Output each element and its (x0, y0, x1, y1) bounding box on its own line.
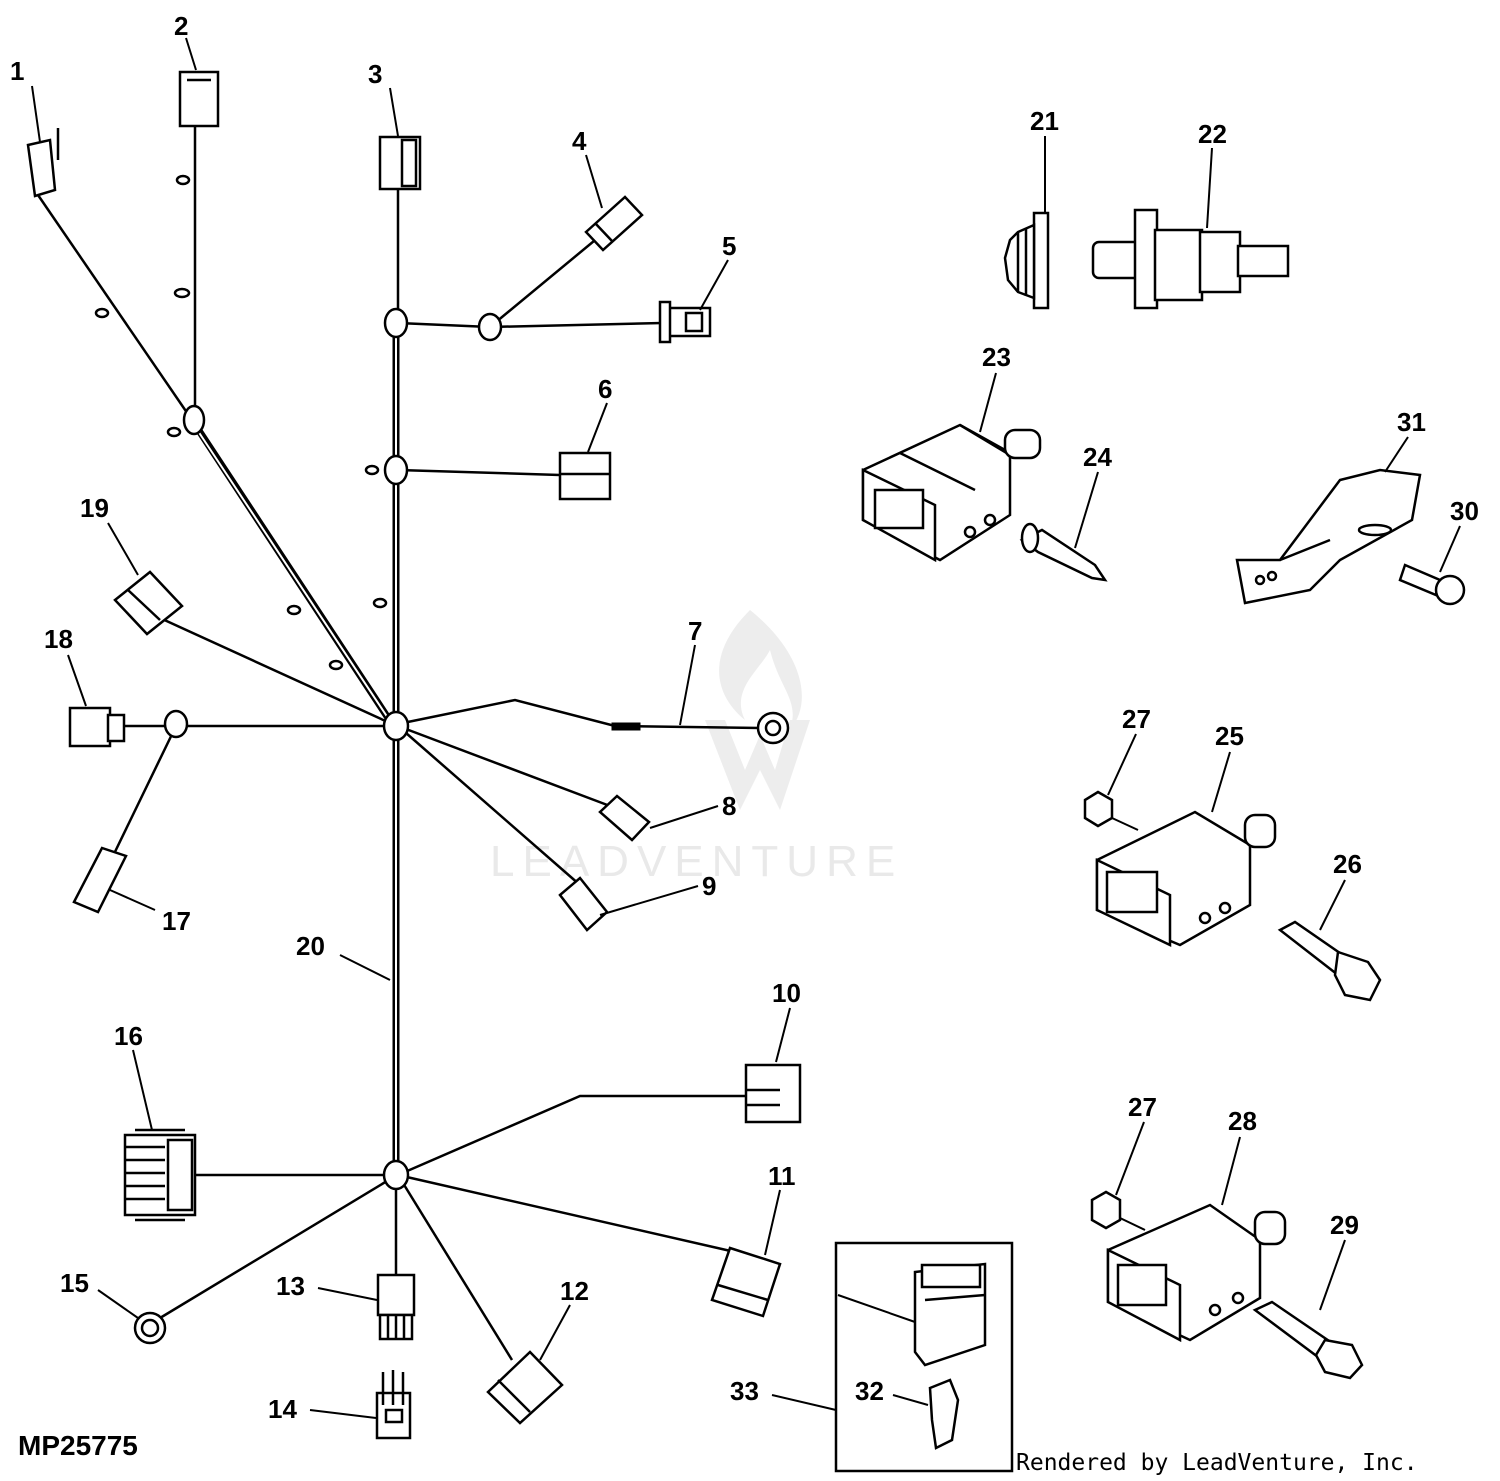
watermark: LEADVENTURE (490, 610, 903, 886)
callout-23: 23 (982, 342, 1011, 372)
part-31-bracket (1235, 468, 1422, 605)
part-2-connector (178, 70, 220, 128)
callout-8: 8 (722, 791, 736, 821)
callout-28: 28 (1228, 1106, 1257, 1136)
part-29-bolt (1252, 1300, 1364, 1380)
callout-31: 31 (1397, 407, 1426, 437)
part-27-nut-upper (1083, 790, 1114, 828)
part-11-connector (710, 1246, 782, 1318)
callout-18: 18 (44, 624, 73, 654)
callout-32: 32 (855, 1376, 884, 1406)
part-6-connector (558, 451, 612, 501)
callout-9: 9 (702, 871, 716, 901)
callout-numbers: 1 2 3 4 5 6 7 8 9 10 11 12 13 14 15 16 1… (10, 11, 1479, 1424)
callout-12: 12 (560, 1276, 589, 1306)
part-12-connector (486, 1350, 564, 1425)
callout-11: 11 (768, 1161, 796, 1191)
watermark-text: LEADVENTURE (490, 837, 903, 886)
part-5-connector (658, 300, 712, 344)
callout-7: 7 (688, 616, 702, 646)
part-1-connector (26, 128, 60, 198)
part-24-pin (1019, 522, 1108, 582)
callout-33: 33 (730, 1376, 759, 1406)
junction-grommets (94, 174, 641, 1191)
part-27-nut-lower (1090, 1190, 1122, 1230)
callout-10: 10 (772, 978, 801, 1008)
callout-25: 25 (1215, 721, 1244, 751)
part-25-switch (1095, 810, 1277, 947)
callout-27-upper: 27 (1122, 704, 1151, 734)
render-credit: Rendered by LeadVenture, Inc. (1016, 1450, 1418, 1476)
callout-21: 21 (1030, 106, 1059, 136)
callout-24: 24 (1083, 442, 1112, 472)
part-30-screw (1398, 563, 1466, 606)
part-14-connector (375, 1370, 412, 1440)
part-22-plunger-switch (1091, 208, 1290, 310)
drawing-id: MP25775 (18, 1430, 138, 1461)
callout-14: 14 (268, 1394, 297, 1424)
callout-22: 22 (1198, 119, 1227, 149)
part-8-connector (598, 794, 651, 842)
part-28-switch (1106, 1203, 1287, 1343)
callout-30: 30 (1450, 496, 1479, 526)
part-19-connector (113, 570, 184, 636)
callout-20: 20 (296, 931, 325, 961)
callout-15: 15 (60, 1268, 89, 1298)
part-3-connector (378, 135, 422, 191)
callout-17: 17 (162, 906, 191, 936)
part-23-switch (861, 423, 1042, 563)
part-4-connector (584, 195, 644, 252)
callout-29: 29 (1330, 1210, 1359, 1240)
part-18-connector (68, 706, 126, 748)
callout-13: 13 (276, 1271, 305, 1301)
callout-5: 5 (722, 231, 736, 261)
part-33-fuse-kit-box (834, 1241, 1014, 1473)
leader-lines (31, 37, 1461, 1419)
part-21-switch-boot (1003, 211, 1050, 310)
part-17-connector (72, 846, 128, 914)
part-26-bolt (1277, 920, 1382, 1002)
part-15-ring-terminal (133, 1311, 167, 1345)
callout-27-lower: 27 (1128, 1092, 1157, 1122)
callout-1: 1 (10, 56, 24, 86)
callout-19: 19 (80, 493, 109, 523)
callout-26: 26 (1333, 849, 1362, 879)
part-7-ring-terminal (756, 711, 790, 745)
callout-4: 4 (572, 126, 587, 156)
callout-16: 16 (114, 1021, 143, 1051)
part-10-connector (744, 1063, 802, 1124)
part-13-connector (376, 1273, 416, 1341)
callout-2: 2 (174, 11, 188, 41)
callout-6: 6 (598, 374, 612, 404)
callout-3: 3 (368, 59, 382, 89)
part-16-multi-pin-connector (123, 1128, 197, 1222)
